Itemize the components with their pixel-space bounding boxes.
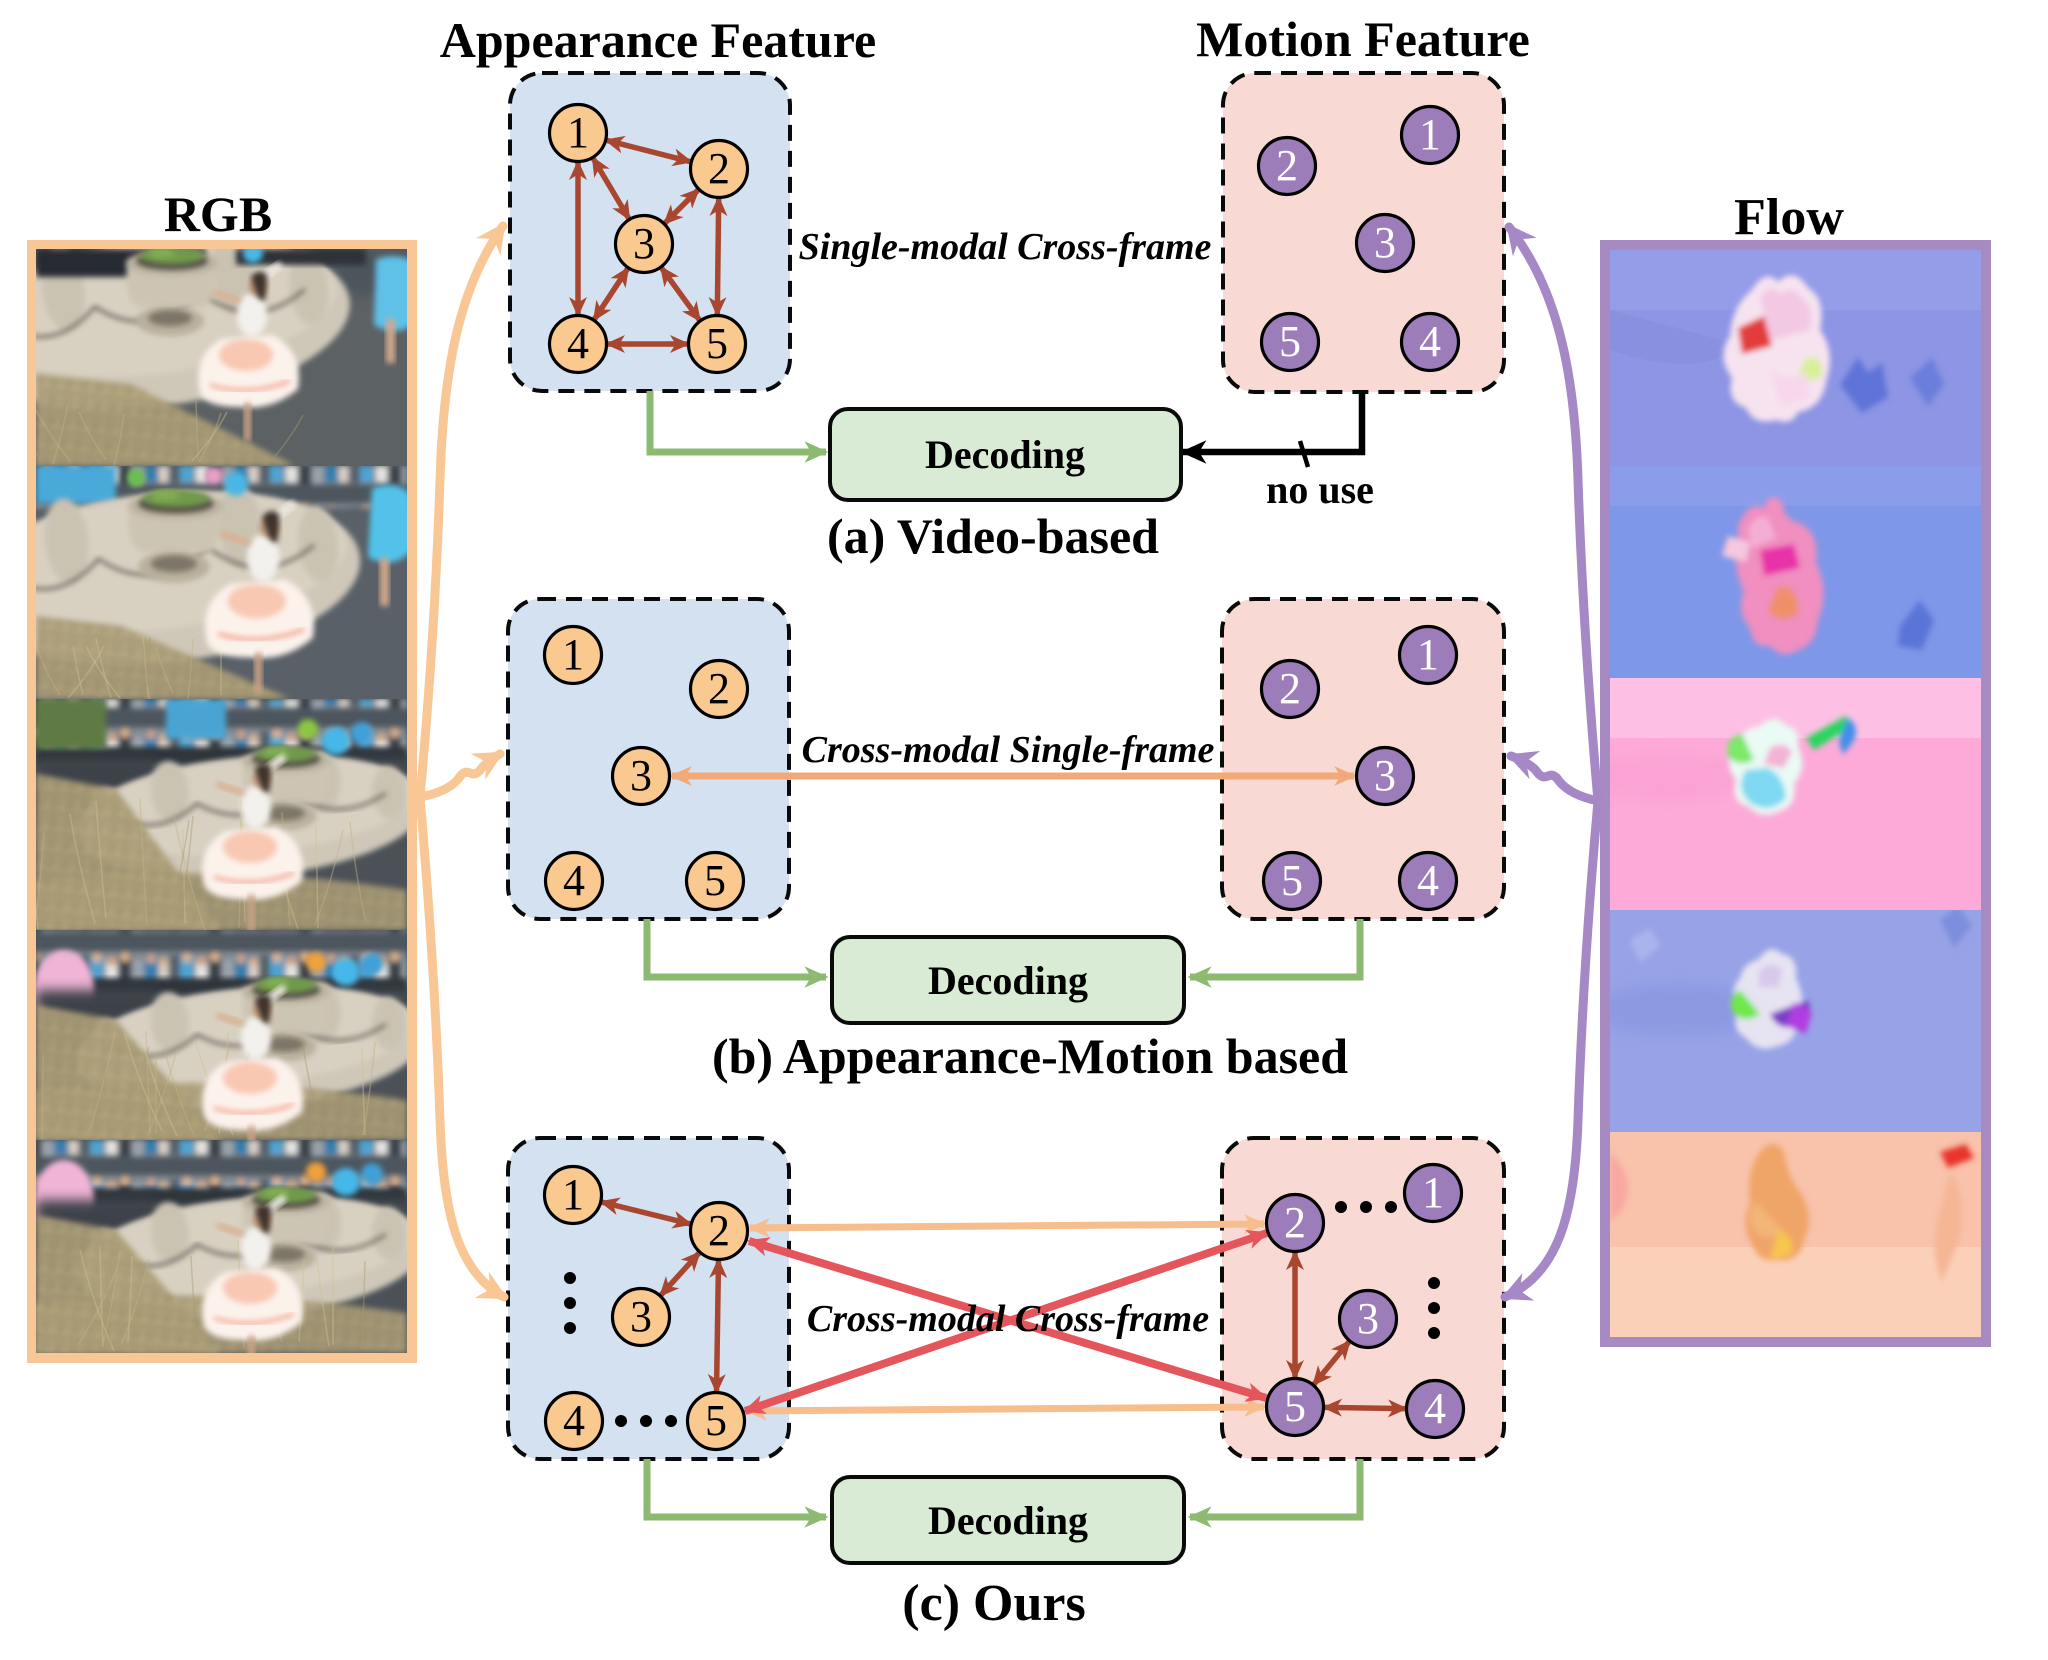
svg-text:2: 2 <box>708 664 730 713</box>
svg-text:2: 2 <box>1279 664 1301 713</box>
svg-text:1: 1 <box>562 630 584 679</box>
svg-text:4: 4 <box>567 319 589 368</box>
svg-text:Decoding: Decoding <box>928 958 1088 1003</box>
svg-text:Decoding: Decoding <box>925 432 1085 477</box>
svg-text:4: 4 <box>1419 317 1441 366</box>
svg-text:5: 5 <box>1281 856 1303 905</box>
svg-text:RGB: RGB <box>164 186 272 242</box>
svg-text:1: 1 <box>1417 630 1439 679</box>
svg-text:1: 1 <box>562 1170 584 1219</box>
svg-text:4: 4 <box>563 1396 585 1445</box>
svg-text:5: 5 <box>1279 317 1301 366</box>
svg-text:1: 1 <box>1419 110 1441 159</box>
svg-text:3: 3 <box>633 219 655 268</box>
svg-text:(c) Ours: (c) Ours <box>902 1575 1085 1632</box>
svg-text:no use: no use <box>1266 467 1374 512</box>
svg-text:1: 1 <box>1422 1168 1444 1217</box>
svg-text:2: 2 <box>708 1206 730 1255</box>
svg-text:5: 5 <box>1284 1382 1306 1431</box>
svg-text:Motion Feature: Motion Feature <box>1196 11 1530 67</box>
svg-text:3: 3 <box>1357 1294 1379 1343</box>
svg-text:Cross-modal Cross-frame: Cross-modal Cross-frame <box>807 1298 1209 1340</box>
svg-text:4: 4 <box>1424 1384 1446 1433</box>
svg-text:Appearance Feature: Appearance Feature <box>440 12 876 68</box>
svg-text:5: 5 <box>705 1396 727 1445</box>
svg-text:3: 3 <box>630 751 652 800</box>
svg-text:Flow: Flow <box>1734 189 1844 246</box>
svg-text:Decoding: Decoding <box>928 1498 1088 1543</box>
svg-text:3: 3 <box>1374 218 1396 267</box>
svg-text:(a) Video-based: (a) Video-based <box>827 508 1159 564</box>
svg-text:Cross-modal Single-frame: Cross-modal Single-frame <box>802 729 1215 771</box>
svg-text:4: 4 <box>563 856 585 905</box>
svg-text:(b) Appearance-Motion based: (b) Appearance-Motion based <box>712 1028 1348 1084</box>
svg-text:2: 2 <box>1284 1198 1306 1247</box>
svg-text:5: 5 <box>706 319 728 368</box>
svg-text:3: 3 <box>1374 751 1396 800</box>
svg-text:2: 2 <box>1276 141 1298 190</box>
svg-text:Single-modal Cross-frame: Single-modal Cross-frame <box>799 226 1212 268</box>
svg-text:3: 3 <box>630 1292 652 1341</box>
svg-text:1: 1 <box>567 108 589 157</box>
svg-text:4: 4 <box>1417 856 1439 905</box>
svg-text:2: 2 <box>708 144 730 193</box>
svg-text:5: 5 <box>704 856 726 905</box>
